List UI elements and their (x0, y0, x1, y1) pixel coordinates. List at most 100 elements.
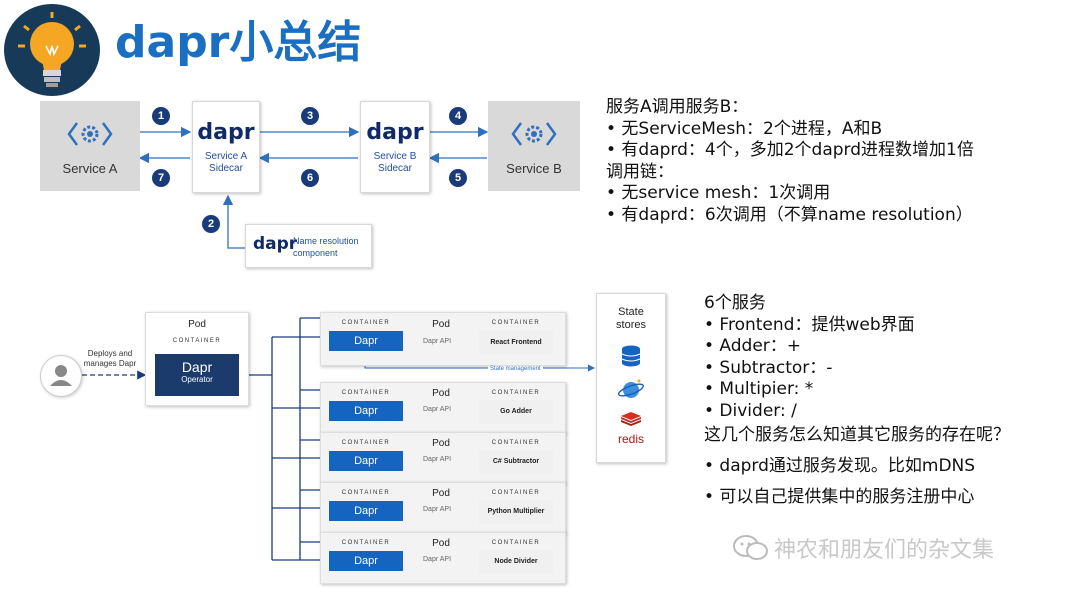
text-line: • 无service mesh：1次调用 (606, 183, 831, 203)
cosmos-planet-icon (597, 377, 665, 408)
container-label: CONTAINER (172, 338, 222, 344)
step-6-badge: 6 (301, 169, 319, 187)
sidecar-a-box: dapr Service A Sidecar (192, 101, 260, 193)
summary-text-top: 服务A调用服务B： • 无ServiceMesh：2个进程，A和B • 有dap… (606, 97, 974, 226)
sidecar-b-line2: Sidecar (378, 163, 412, 174)
summary-text-bottom: 6个服务 • Frontend：提供web界面 • Adder：+ • Subt… (704, 293, 1010, 509)
watermark-text: 神农和朋友们的杂文集 (774, 538, 995, 563)
pod-row: CONTAINER Dapr Pod Dapr API CONTAINER Re… (320, 312, 566, 366)
sidecar-b-line1: Service B (373, 151, 417, 162)
container-label: CONTAINER (491, 440, 541, 446)
app-container: React Frontend (479, 331, 553, 355)
operator-pod: Pod CONTAINER Dapr Operator (145, 312, 249, 406)
dapr-sidecar: Dapr (329, 401, 403, 421)
step-1-badge: 1 (152, 107, 170, 125)
dapr-sidecar: Dapr (329, 451, 403, 471)
watermark: 神农和朋友们的杂文集 (732, 530, 1062, 564)
pod-label: Pod (188, 319, 206, 330)
pod-label: Pod (432, 438, 450, 449)
lightbulb-icon (4, 4, 100, 96)
dapr-api-label: Dapr API (423, 456, 452, 463)
container-label: CONTAINER (341, 440, 391, 446)
page-title: dapr小总结 (115, 17, 362, 68)
container-label: CONTAINER (491, 320, 541, 326)
text-line: 调用链： (606, 161, 674, 182)
pod-row: CONTAINER Dapr Pod Dapr API CONTAINER C#… (320, 432, 566, 484)
container-label: CONTAINER (491, 540, 541, 546)
text-line: • Adder：+ (704, 336, 802, 356)
text-line: • Subtractor：- (704, 357, 833, 378)
pod-label: Pod (432, 538, 450, 549)
service-b-icon (488, 119, 580, 149)
redis-icon (597, 410, 665, 433)
pod-label: Pod (432, 388, 450, 399)
dapr-api-label: Dapr API (423, 338, 452, 345)
container-label: CONTAINER (341, 320, 391, 326)
container-label: CONTAINER (341, 390, 391, 396)
deploys-line2: manages Dapr (83, 359, 137, 368)
app-container: Python Multiplier (479, 500, 553, 524)
name-resolution-line2: component (293, 248, 338, 258)
pod-row: CONTAINER Dapr Pod Dapr API CONTAINER Py… (320, 482, 566, 534)
dapr-sidecar: Dapr (329, 331, 403, 351)
text-line: 这几个服务怎么知道其它服务的存在呢？ (704, 425, 1010, 445)
app-container: C# Subtractor (479, 450, 553, 474)
step-2-badge: 2 (202, 215, 220, 233)
container-label: CONTAINER (491, 490, 541, 496)
text-line: • daprd通过服务发现。比如mDNS (704, 455, 976, 476)
dapr-sidecar: Dapr (329, 551, 403, 571)
pod-row: CONTAINER Dapr Pod Dapr API CONTAINER Go… (320, 382, 566, 434)
dapr-api-label: Dapr API (423, 556, 452, 563)
state-line2: stores (616, 319, 646, 331)
state-stores-box: State stores redis (596, 293, 666, 463)
container-label: CONTAINER (341, 490, 391, 496)
state-management-label: State management (488, 366, 543, 372)
top-diagram-arrows (138, 126, 489, 249)
app-container: Node Divider (479, 550, 553, 574)
pod-row: CONTAINER Dapr Pod Dapr API CONTAINER No… (320, 532, 566, 584)
text-line: 服务A调用服务B： (606, 97, 749, 117)
pod-label: Pod (432, 488, 450, 499)
state-line1: State (618, 306, 644, 318)
service-b-label: Service B (506, 161, 562, 176)
text-line: • 有daprd：6次调用（不算name resolution） (606, 204, 973, 225)
dapr-logo: dapr (253, 234, 298, 254)
text-line: 6个服务 (704, 293, 766, 313)
sidecar-b-box: dapr Service B Sidecar (360, 101, 430, 193)
dapr-logo: dapr (366, 120, 424, 145)
service-a-box: Service A (40, 101, 140, 191)
operator-sub: Operator (181, 375, 213, 384)
name-resolution-line1: Name resolution (293, 236, 359, 246)
operator-name: Dapr (181, 359, 213, 375)
service-a-icon (40, 119, 140, 149)
dapr-sidecar: Dapr (329, 501, 403, 521)
text-line: • Frontend：提供web界面 (704, 314, 915, 335)
sidecar-a-line1: Service A (204, 151, 248, 162)
service-a-label: Service A (62, 161, 118, 176)
dapr-api-label: Dapr API (423, 506, 452, 513)
text-line: • 有daprd：4个，多加2个daprd进程数增加1倍 (606, 140, 974, 160)
name-resolution-box: dapr Name resolution component (245, 224, 372, 268)
deploys-line1: Deploys and (87, 349, 133, 358)
state-stores-title: State stores (597, 306, 665, 332)
database-icon (597, 344, 665, 373)
operator-container: Dapr Operator (155, 354, 239, 396)
step-3-badge: 3 (301, 107, 319, 125)
redis-label: redis (617, 432, 644, 446)
wechat-icon (732, 534, 770, 567)
user-avatar-icon (40, 355, 82, 397)
service-b-box: Service B (488, 101, 580, 191)
step-7-badge: 7 (152, 169, 170, 187)
app-container: Go Adder (479, 400, 553, 424)
sidecar-a-line2: Sidecar (209, 163, 243, 174)
dapr-api-label: Dapr API (423, 406, 452, 413)
dapr-logo: dapr (197, 120, 255, 145)
deploys-label: Deploys and manages Dapr (82, 349, 138, 369)
container-label: CONTAINER (491, 390, 541, 396)
container-label: CONTAINER (341, 540, 391, 546)
text-line: • 无ServiceMesh：2个进程，A和B (606, 118, 883, 139)
text-line: • Multipier: * (704, 379, 814, 399)
step-4-badge: 4 (449, 107, 467, 125)
pod-label: Pod (432, 319, 450, 330)
text-line: • 可以自己提供集中的服务注册中心 (704, 487, 975, 507)
